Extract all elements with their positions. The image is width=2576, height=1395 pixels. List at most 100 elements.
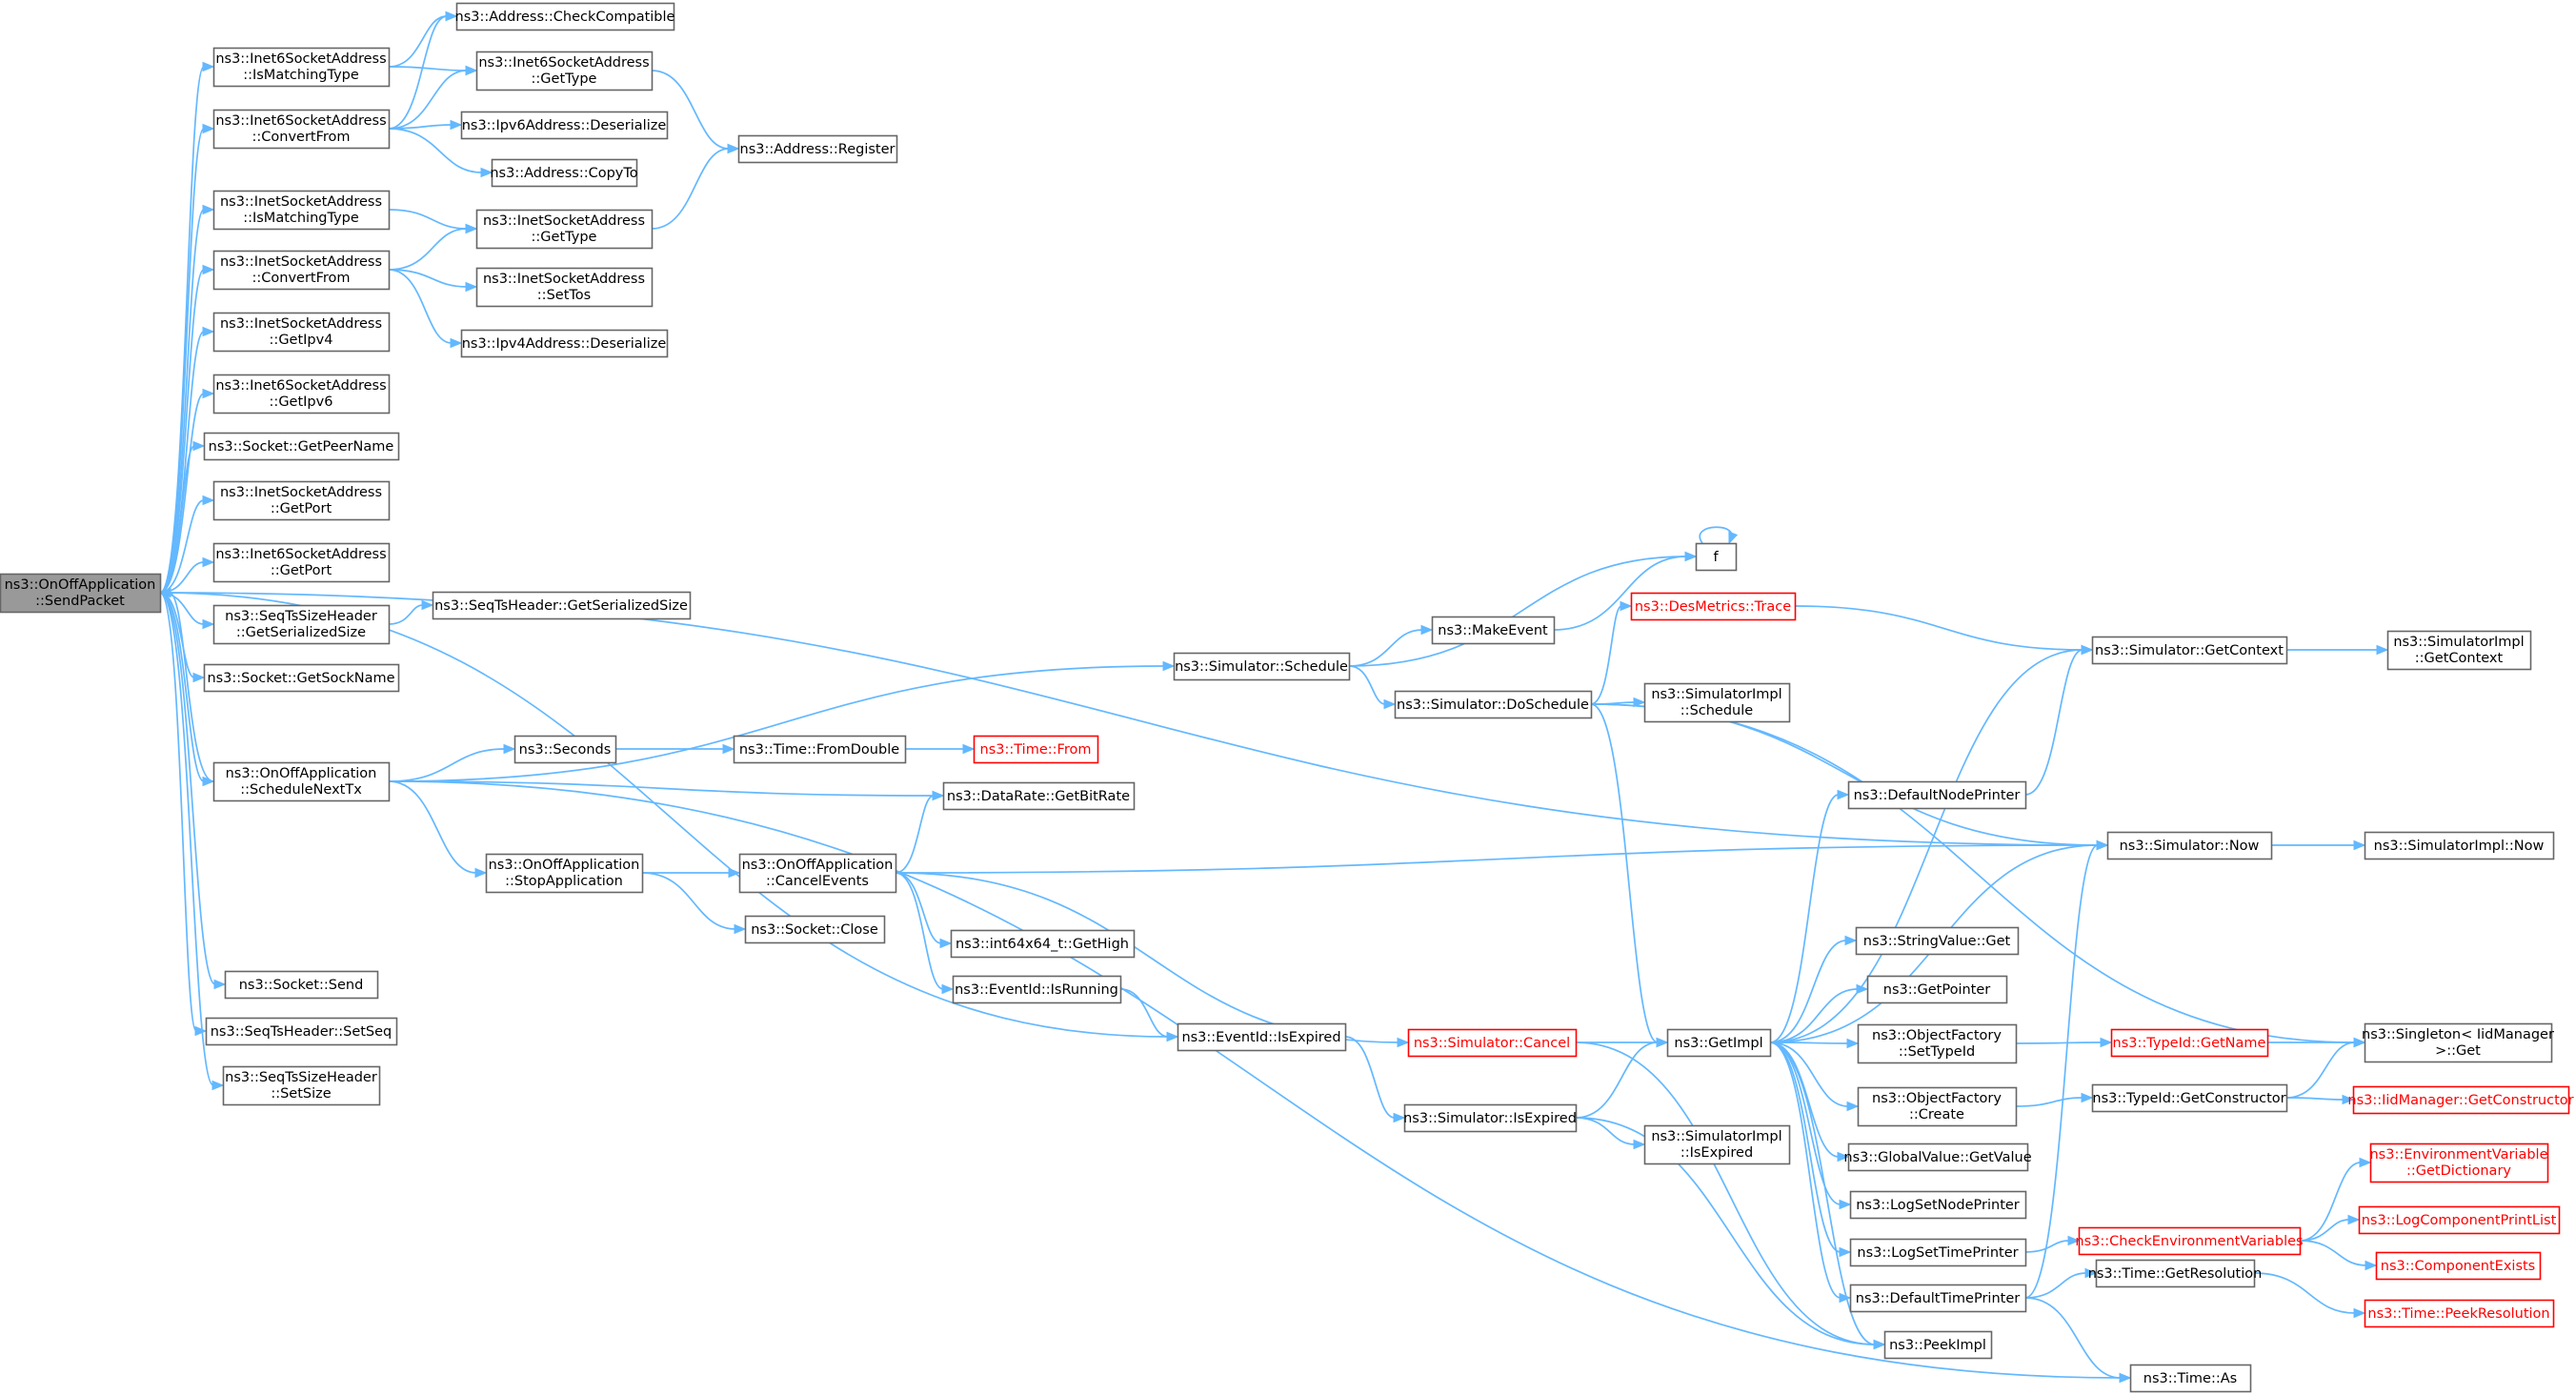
node-n4[interactable]: ns3::InetSocketAddress::ConvertFrom [212, 250, 391, 291]
node-n22[interactable]: ns3::Ipv4Address::Deserialize [460, 329, 669, 358]
edge-line [1348, 665, 1386, 705]
node-n1[interactable]: ns3::Inet6SocketAddress::IsMatchingType [212, 47, 391, 88]
node-n32[interactable]: ns3::Socket::Close [744, 915, 886, 944]
node-n25[interactable]: ns3::Simulator::Schedule [1173, 652, 1351, 681]
node-n51[interactable]: ns3::LogSetNodePrinter [1849, 1190, 2027, 1220]
node-label: ns3::int64x64_t::GetHigh [956, 937, 1129, 952]
node-n42[interactable]: ns3::Simulator::IsExpired [1403, 1103, 1578, 1133]
node-box [455, 2, 675, 31]
node-box [1857, 1023, 2018, 1064]
node-n68[interactable]: ns3::ComponentExists [2375, 1251, 2542, 1281]
node-n59[interactable]: ns3::CheckEnvironmentVariables [2075, 1226, 2304, 1256]
node-n11[interactable]: ns3::Socket::GetSockName [203, 663, 400, 693]
node-n33[interactable]: ns3::int64x64_t::GetHigh [950, 929, 1136, 959]
node-n58[interactable]: ns3::TypeId::GetConstructor [2091, 1083, 2288, 1113]
node-box [2091, 1083, 2288, 1113]
edge-n2-n19 [388, 128, 493, 178]
node-n10[interactable]: ns3::SeqTsSizeHeader::GetSerializedSize [212, 604, 391, 645]
node-n34[interactable]: ns3::EventId::IsRunning [952, 975, 1122, 1004]
node-n27[interactable]: ns3::Time::FromDouble [733, 735, 907, 764]
node-n40[interactable]: ns3::SimulatorImpl::Schedule [1643, 682, 1791, 723]
node-n9[interactable]: ns3::Inet6SocketAddress::GetPort [212, 542, 391, 583]
edge-n2-n17 [388, 65, 478, 130]
node-n15[interactable]: ns3::SeqTsSizeHeader::SetSize [222, 1065, 381, 1106]
arrow-head-icon [480, 167, 493, 178]
edge-line [388, 780, 2122, 1379]
node-n19[interactable]: ns3::Address::CopyTo [490, 158, 638, 188]
node-label: ns3::OnOffApplication [226, 766, 377, 781]
node-label: ns3::Time::GetResolution [2088, 1266, 2263, 1282]
arrow-head-icon [1846, 1101, 1860, 1112]
node-n0[interactable]: ns3::OnOffApplication::SendPacket [0, 573, 162, 614]
node-label: ::CancelEvents [766, 874, 869, 889]
edge-n27-n28 [905, 743, 976, 755]
node-n47[interactable]: ns3::GetPointer [1866, 975, 2008, 1004]
node-n37[interactable]: ns3::MakeEvent [1431, 616, 1556, 645]
node-n60[interactable]: ns3::Time::GetResolution [2088, 1259, 2263, 1288]
node-n24[interactable]: ns3::SeqTsHeader::GetSerializedSize [432, 591, 692, 620]
node-n67[interactable]: ns3::LogComponentPrintList [2358, 1205, 2561, 1235]
arrow-head-icon [2096, 839, 2109, 851]
node-n62[interactable]: ns3::SimulatorImpl::GetContext [2386, 630, 2532, 671]
node-label: ns3::InetSocketAddress [483, 272, 645, 287]
node-n17[interactable]: ns3::Inet6SocketAddress::GetType [475, 51, 654, 91]
node-n56[interactable]: ns3::Simulator::Now [2106, 831, 2273, 860]
node-n38[interactable]: ns3::Simulator::DoSchedule [1394, 690, 1593, 719]
arrow-head-icon [727, 143, 740, 154]
edge-line [1590, 703, 2356, 1043]
node-n66[interactable]: ns3::EnvironmentVariable::GetDictionary [2369, 1142, 2549, 1183]
node-n31[interactable]: ns3::OnOffApplication::CancelEvents [738, 853, 897, 894]
node-n29[interactable]: ns3::DataRate::GetBitRate [942, 781, 1136, 811]
node-n13[interactable]: ns3::Socket::Send [224, 970, 379, 1000]
node-n21[interactable]: ns3::InetSocketAddress::SetTos [475, 267, 654, 308]
edge-n44-n49 [1769, 1041, 1860, 1112]
node-label: ns3::Seconds [519, 742, 612, 758]
node-label: ns3::Inet6SocketAddress [215, 51, 386, 67]
node-label: ns3::StringValue::Get [1863, 934, 2011, 949]
node-box [1431, 616, 1556, 645]
node-n14[interactable]: ns3::SeqTsHeader::SetSeq [205, 1017, 398, 1046]
node-n65[interactable]: ns3::IidManager::GetConstructor [2347, 1085, 2574, 1115]
node-n41[interactable]: ns3::Simulator::Cancel [1407, 1028, 1578, 1058]
node-n26[interactable]: ns3::Seconds [513, 735, 617, 764]
node-n23[interactable]: ns3::Address::Register [737, 134, 898, 164]
node-n3[interactable]: ns3::InetSocketAddress::IsMatchingType [212, 190, 391, 231]
node-n69[interactable]: ns3::Time::PeekResolution [2364, 1299, 2555, 1328]
node-n64[interactable]: ns3::Singleton< IidManager >::Get [2362, 1022, 2554, 1063]
edge-n44-n53 [1769, 1041, 1852, 1304]
node-n6[interactable]: ns3::Inet6SocketAddress::GetIpv6 [212, 374, 391, 414]
arrow-head-icon [1383, 698, 1397, 710]
node-n30[interactable]: ns3::OnOffApplication::StopApplication [485, 853, 644, 894]
node-n53[interactable]: ns3::DefaultTimePrinter [1849, 1284, 2027, 1313]
node-n16[interactable]: ns3::Address::CheckCompatible [455, 2, 675, 31]
node-n36[interactable]: f [1695, 542, 1738, 572]
node-n46[interactable]: ns3::StringValue::Get [1855, 926, 2020, 956]
node-n20[interactable]: ns3::InetSocketAddress::GetType [475, 209, 654, 250]
node-n52[interactable]: ns3::LogSetTimePrinter [1849, 1238, 2027, 1267]
node-label: ns3::MakeEvent [1438, 623, 1548, 638]
node-n63[interactable]: ns3::SimulatorImpl::Now [2364, 831, 2555, 860]
node-n49[interactable]: ns3::ObjectFactory::Create [1857, 1086, 2018, 1127]
node-n8[interactable]: ns3::InetSocketAddress::GetPort [212, 480, 391, 521]
node-n45[interactable]: ns3::DefaultNodePrinter [1847, 780, 2027, 810]
node-n44[interactable]: ns3::GetImpl [1666, 1028, 1772, 1058]
node-box [2129, 1364, 2252, 1393]
node-n57[interactable]: ns3::TypeId::GetName [2110, 1028, 2269, 1058]
node-n28[interactable]: ns3::Time::From [973, 735, 1099, 764]
node-n35[interactable]: ns3::EventId::IsExpired [1177, 1022, 1347, 1052]
node-n7[interactable]: ns3::Socket::GetPeerName [203, 432, 400, 461]
node-n43[interactable]: ns3::SimulatorImpl::IsExpired [1643, 1124, 1791, 1165]
node-n54[interactable]: ns3::PeekImpl [1883, 1330, 1993, 1360]
edge-line [1575, 1041, 1876, 1345]
node-n18[interactable]: ns3::Ipv6Address::Deserialize [460, 111, 669, 140]
node-n50[interactable]: ns3::GlobalValue::GetValue [1843, 1142, 2032, 1172]
node-n55[interactable]: ns3::Simulator::GetContext [2091, 636, 2288, 665]
node-n12[interactable]: ns3::OnOffApplication::ScheduleNextTx [212, 761, 391, 802]
node-n61[interactable]: ns3::Time::As [2129, 1364, 2252, 1393]
node-label: ns3::InetSocketAddress [220, 254, 382, 270]
node-n2[interactable]: ns3::Inet6SocketAddress::ConvertFrom [212, 109, 391, 150]
edge-n30-n32 [641, 872, 747, 935]
node-n5[interactable]: ns3::InetSocketAddress::GetIpv4 [212, 312, 391, 353]
node-n48[interactable]: ns3::ObjectFactory::SetTypeId [1857, 1023, 2018, 1064]
node-n39[interactable]: ns3::DesMetrics::Trace [1630, 592, 1797, 621]
